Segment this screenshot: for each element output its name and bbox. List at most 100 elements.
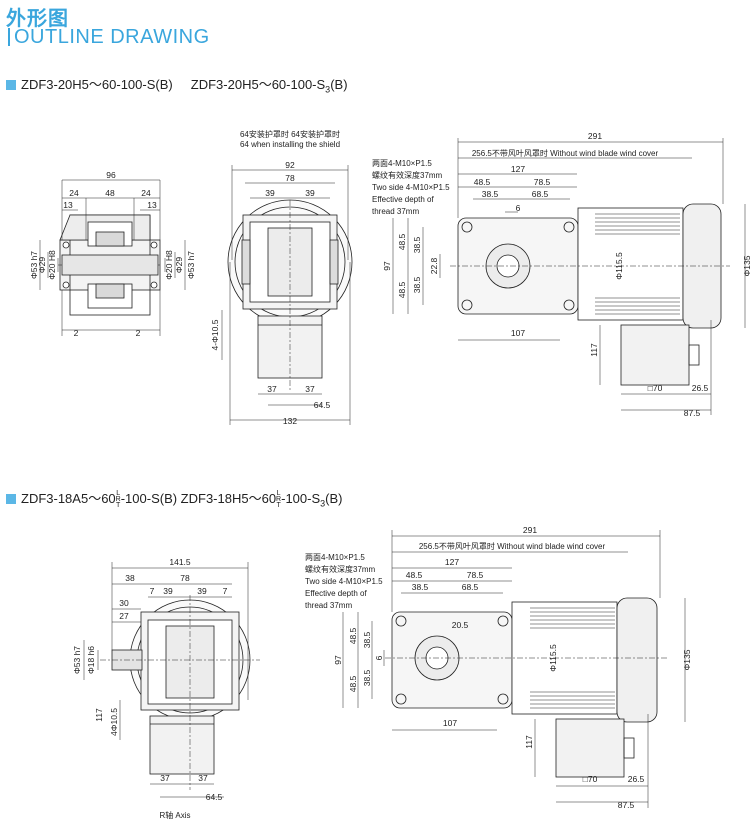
dim-label: 48 [105,188,115,198]
dim-label: 96 [106,170,116,180]
dim-label: 64.5 [206,792,223,802]
dim-label: 6 [374,655,384,660]
dim-label: Φ20 H8 [164,250,174,280]
section1-title-b: ZDF3-20H5～60-100-S3(B) [190,77,348,95]
dim-label: 39 [265,188,275,198]
dim-label: 68.5 [462,582,479,592]
dim-label: 2 [74,328,79,338]
dim-label: 117 [524,735,534,749]
thread-note-en1: Two side 4-M10×P1.5 [372,183,450,192]
dim-label: 26.5 [692,383,709,393]
dim-label: 20.5 [452,620,469,630]
s2-thread-note-en3: thread 37mm [305,601,352,610]
thread-note-en2: Effective depth of [372,195,434,204]
dim-label: Φ53 h7 [29,251,39,279]
section1-title: ZDF3-20H5～60-100-S(B) ZDF3-20H5～60-100-S… [6,74,348,95]
dim-label: 6 [516,203,521,213]
dim-label: 7 [223,586,228,596]
dim-label: 38.5 [412,582,429,592]
s2-thread-note-cn1: 两面4-M10×P1.5 [305,553,365,562]
dim-label: 13 [147,200,157,210]
dim-label: 64.5 [314,400,331,410]
dim-label: 38 [125,573,135,583]
s2-thread-note-en1: Two side 4-M10×P1.5 [305,577,383,586]
s2-front-dims [83,562,249,798]
thread-note-cn2: 螺纹有效深度37mm [372,170,443,180]
dim-label: Φ53 h7 [72,646,82,674]
dim-label: Φ135 [682,649,692,670]
dim-label: 38.5 [362,631,372,648]
dim-label: 68.5 [532,189,549,199]
dim-label: 141.5 [169,557,191,567]
dim-label: 48.5 [348,675,358,692]
dim-label: 4Φ10.5 [109,708,119,736]
dim-label: 4-Φ10.5 [210,319,220,350]
dim-label: 107 [511,328,525,338]
s2-thread-note-en2: Effective depth of [305,589,367,598]
dim-label: 117 [589,343,599,357]
dim-label: 48.5 [406,570,423,580]
s1-dim-labels: 96 24 48 24 13 13 2 2 Φ53 h7 Φ29 Φ20 H8 … [29,129,752,426]
dim-label: 13 [63,200,73,210]
dim-label: 39 [163,586,173,596]
dim-label: 97 [333,655,343,665]
dim-label: 127 [511,164,525,174]
dim-label: 48.5 [348,627,358,644]
dim-label: Φ18 h6 [86,646,96,674]
s2-front-view [100,595,260,790]
dim-label: Φ53 h7 [186,251,196,279]
s1-motor-view [450,203,730,386]
thread-note-en3: thread 37mm [372,207,419,216]
dim-label: 37 [305,384,315,394]
dim-label: 24 [69,188,79,198]
dim-label: 78 [180,573,190,583]
section2-marker [6,494,16,504]
dim-label: 97 [382,261,392,271]
dim-label: 127 [445,557,459,567]
dim-label: 27 [119,611,129,621]
thread-note-cn1: 两面4-M10×P1.5 [372,159,432,168]
s2-cover-note: 256.5不带风叶风罩时 Without wind blade wind cov… [419,541,606,551]
header-accent-bar [8,28,10,46]
dim-label: 78.5 [534,177,551,187]
dim-label: 291 [588,131,602,141]
dim-label: 26.5 [628,774,645,784]
dim-label: 38.5 [482,189,499,199]
dim-label: 38.5 [412,236,422,253]
cover-note: 256.5不带风叶风罩时 Without wind blade wind cov… [472,148,659,158]
dim-label: 39 [197,586,207,596]
section1-marker [6,80,16,90]
dim-label: 38.5 [362,669,372,686]
dim-label: 37 [267,384,277,394]
s1-front-view [227,199,353,390]
s1-front-dims [221,165,351,425]
dim-label: 24 [141,188,151,198]
s2-dim-labels: 141.5 38 78 7 39 39 7 30 27 Φ53 h7 Φ18 h… [72,525,692,820]
dim-label: 107 [443,718,457,728]
s1-motor-dims [392,138,746,415]
dim-label: □70 [648,383,663,393]
dim-label: 87.5 [618,800,635,810]
dim-label: 78.5 [467,570,484,580]
dim-label: 291 [523,525,537,535]
dim-label: Φ135 [742,255,752,276]
dim-label: 7 [150,586,155,596]
shield-note-en: 64 when installing the shield [240,140,340,149]
dim-label: 48.5 [397,233,407,250]
dim-label: 132 [283,416,297,426]
s2-motor-view [385,597,668,778]
s1-shaft-view [58,214,162,316]
dim-label: 87.5 [684,408,701,418]
dim-label: Φ29 [174,257,184,274]
dim-label: 39 [305,188,315,198]
dim-label: Φ20 H8 [47,250,57,280]
dim-label: 92 [285,160,295,170]
s2-thread-note-cn2: 螺纹有效深度37mm [305,564,376,574]
section1-title-a: ZDF3-20H5～60-100-S(B) [21,77,173,92]
dim-label: 117 [94,708,104,722]
header-title-en: OUTLINE DRAWING [14,26,210,48]
dim-label: 37 [198,773,208,783]
s2-motor-dims [342,530,686,808]
